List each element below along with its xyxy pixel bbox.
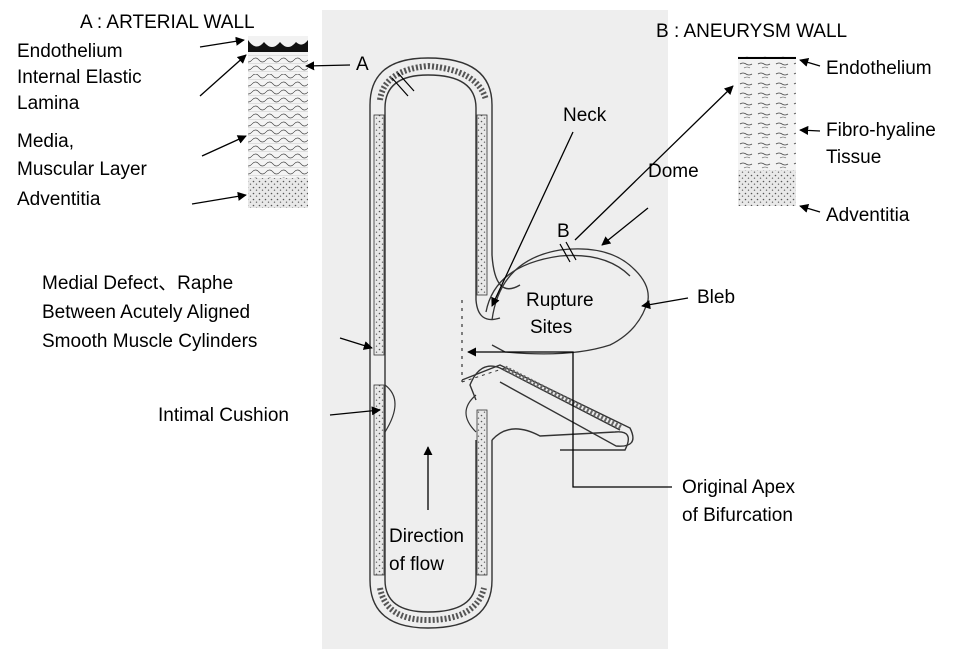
a-endothelium-label: Endothelium (17, 40, 123, 63)
rupture-sites-label-1: Rupture (526, 289, 594, 312)
medial-defect-label-2: Between Acutely Aligned (42, 301, 250, 324)
dome-label: Dome (648, 160, 699, 183)
intimal-cushion-label: Intimal Cushion (158, 404, 289, 427)
original-apex-label-2: of Bifurcation (682, 504, 793, 527)
a-adventitia-label: Adventitia (17, 188, 100, 211)
b-tissue-label: Tissue (826, 146, 881, 169)
original-apex-label-1: Original Apex (682, 476, 795, 499)
a-lamina-label: Lamina (17, 92, 79, 115)
rupture-sites-label-2: Sites (530, 316, 572, 339)
direction-flow-label-1: Direction (389, 525, 464, 548)
marker-b-label: B (557, 220, 570, 243)
a-internal-elastic-label: Internal Elastic (17, 66, 142, 89)
neck-label: Neck (563, 104, 606, 127)
arterial-wall-swatch (248, 36, 308, 208)
b-endothelium-label: Endothelium (826, 57, 932, 80)
b-adventitia-label: Adventitia (826, 204, 909, 227)
direction-flow-label-2: of flow (389, 553, 444, 576)
aneurysm-wall-swatch (738, 56, 796, 206)
a-media-label: Media, (17, 130, 74, 153)
medial-defect-label-3: Smooth Muscle Cylinders (42, 330, 257, 353)
marker-a-label: A (356, 53, 369, 76)
aneurysm-wall-title: B : ANEURYSM WALL (656, 20, 847, 43)
medial-defect-label-1: Medial Defect、Raphe (42, 272, 233, 295)
a-muscular-layer-label: Muscular Layer (17, 158, 147, 181)
arterial-wall-title: A : ARTERIAL WALL (80, 11, 255, 34)
bleb-label: Bleb (697, 286, 735, 309)
b-fibro-hyaline-label: Fibro-hyaline (826, 119, 936, 142)
